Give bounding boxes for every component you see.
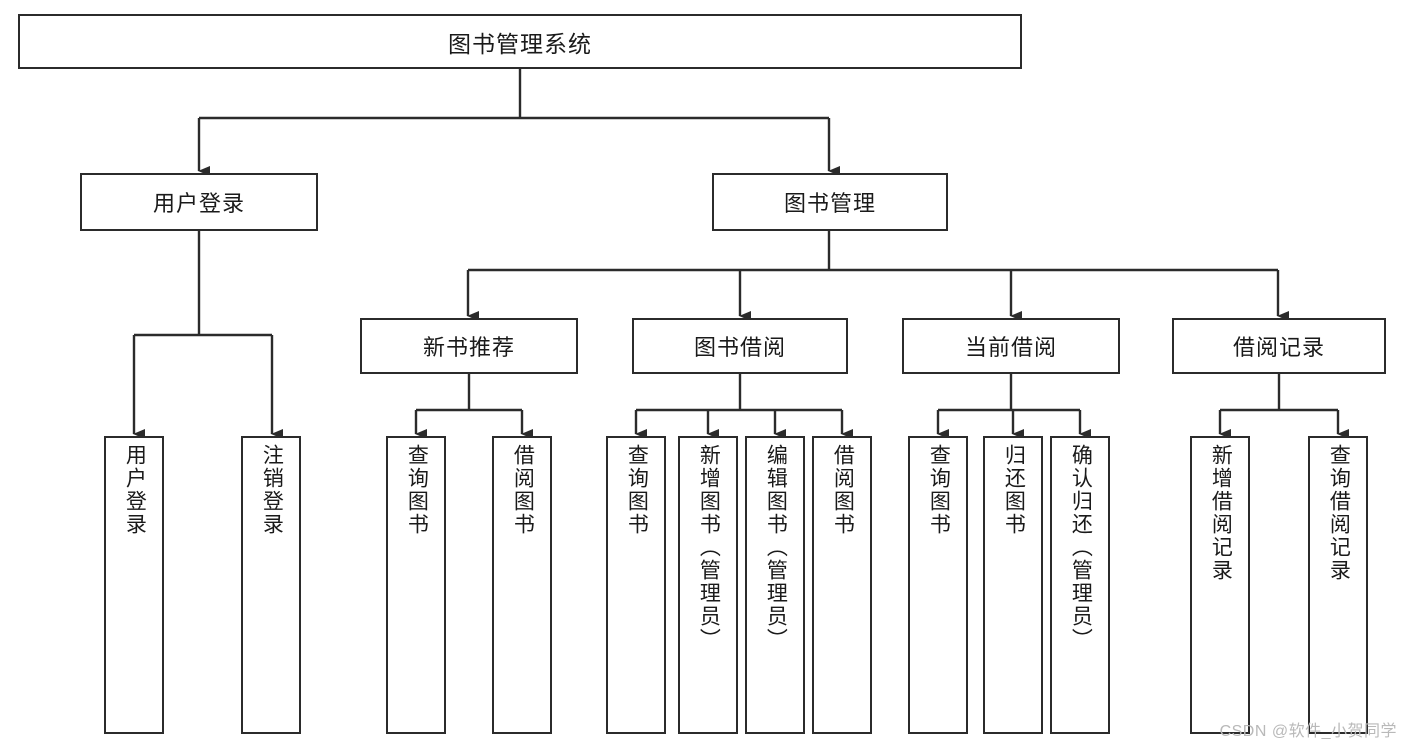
node-label: 图书管理系统 — [448, 30, 592, 57]
node-l-edit[interactable]: 编辑图书（管理员） — [745, 436, 805, 734]
node-label: 注销登录 — [260, 444, 284, 536]
node-label: 借阅图书 — [831, 444, 855, 536]
node-l-q1[interactable]: 查询图书 — [386, 436, 446, 734]
node-borrow[interactable]: 图书借阅 — [632, 318, 848, 374]
node-records[interactable]: 借阅记录 — [1172, 318, 1386, 374]
node-label: 新书推荐 — [422, 335, 515, 360]
node-newbook[interactable]: 新书推荐 — [360, 318, 578, 374]
node-root[interactable]: 图书管理系统 — [18, 14, 1022, 69]
node-label: 归还图书 — [1002, 444, 1026, 536]
node-label: 查询图书 — [927, 444, 951, 536]
watermark-label: CSDN @软件_小贺同学 — [1219, 723, 1397, 740]
node-l-addrec[interactable]: 新增借阅记录 — [1190, 436, 1250, 734]
node-l-add[interactable]: 新增图书（管理员） — [678, 436, 738, 734]
node-label: 新增图书（管理员） — [697, 444, 721, 651]
node-l-b2[interactable]: 借阅图书 — [812, 436, 872, 734]
node-label: 图书管理 — [783, 191, 876, 216]
node-label: 用户登录 — [152, 191, 245, 216]
node-label: 查询图书 — [405, 444, 429, 536]
node-l-return[interactable]: 归还图书 — [983, 436, 1043, 734]
node-login[interactable]: 用户登录 — [80, 173, 318, 231]
node-label: 借阅记录 — [1232, 335, 1325, 360]
node-l-b1[interactable]: 借阅图书 — [492, 436, 552, 734]
node-l-logout[interactable]: 注销登录 — [241, 436, 301, 734]
node-l-q3[interactable]: 查询图书 — [908, 436, 968, 734]
node-label: 编辑图书（管理员） — [764, 444, 788, 651]
node-current[interactable]: 当前借阅 — [902, 318, 1120, 374]
node-l-confirm[interactable]: 确认归还（管理员） — [1050, 436, 1110, 734]
node-label: 新增借阅记录 — [1209, 444, 1233, 582]
node-label: 确认归还（管理员） — [1069, 444, 1093, 651]
node-label: 当前借阅 — [964, 335, 1057, 360]
node-bookmgmt[interactable]: 图书管理 — [712, 173, 948, 231]
node-label: 借阅图书 — [511, 444, 535, 536]
node-label: 查询借阅记录 — [1327, 444, 1351, 582]
node-l-q2[interactable]: 查询图书 — [606, 436, 666, 734]
node-label: 用户登录 — [123, 444, 147, 536]
node-label: 图书借阅 — [693, 335, 786, 360]
node-l-qrec[interactable]: 查询借阅记录 — [1308, 436, 1368, 734]
node-l-login[interactable]: 用户登录 — [104, 436, 164, 734]
node-label: 查询图书 — [625, 444, 649, 536]
